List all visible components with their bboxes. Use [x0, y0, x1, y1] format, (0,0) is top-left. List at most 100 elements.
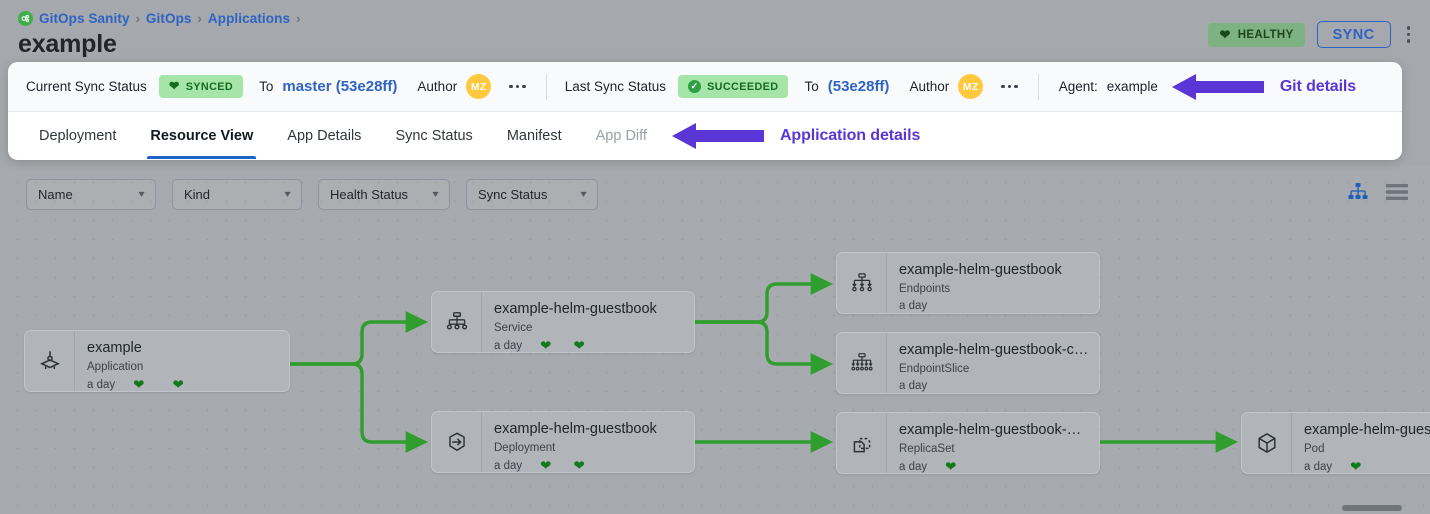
- kebab-horizontal-icon[interactable]: [507, 79, 528, 94]
- heart-icon: ❤: [1350, 459, 1362, 474]
- tab-sync-status[interactable]: Sync Status: [395, 127, 473, 144]
- pod-icon: [1242, 413, 1292, 473]
- node-age: a day: [494, 459, 523, 472]
- node-title: example: [87, 340, 142, 356]
- node-health-icons: ❤ ❤: [522, 458, 585, 473]
- sync-button[interactable]: SYNC: [1316, 21, 1391, 48]
- node-age: a day: [899, 300, 928, 312]
- graph-node-replicaset[interactable]: example-helm-guestbook-74… ReplicaSet a …: [836, 412, 1100, 474]
- list-view-icon[interactable]: [1386, 183, 1408, 206]
- graph-edges: [290, 273, 1239, 453]
- current-revision-link[interactable]: master (53e28ff): [282, 78, 398, 95]
- node-age: a day: [87, 378, 116, 391]
- node-kind: Endpoints: [899, 283, 951, 295]
- kebab-vertical-icon[interactable]: [1403, 22, 1415, 47]
- last-to-label: To: [804, 79, 819, 94]
- heart-icon: ❤: [133, 377, 145, 392]
- deployment-icon: [432, 412, 482, 472]
- heart-icon: ❤: [540, 338, 552, 353]
- agent-label: Agent:: [1058, 79, 1098, 94]
- succeeded-pill-label: SUCCEEDED: [707, 80, 779, 93]
- filter-label: Name: [38, 186, 73, 202]
- graph-node-pod[interactable]: example-helm-guest Pod a day ❤: [1241, 412, 1430, 474]
- resource-graph-canvas[interactable]: example Application a day ❤ ❤: [0, 166, 1430, 514]
- last-sync-status-label: Last Sync Status: [564, 79, 667, 94]
- avatar[interactable]: MZ: [466, 74, 492, 99]
- tab-resource-view[interactable]: Resource View: [133, 112, 270, 159]
- tab-deployment[interactable]: Deployment: [39, 127, 117, 144]
- left-arrow-annotation-icon: [670, 121, 766, 151]
- divider: [1037, 73, 1039, 100]
- status-badge-health: ❤ HEALTHY: [1208, 22, 1305, 47]
- current-to-label: To: [259, 79, 274, 94]
- header-actions: ❤ HEALTHY SYNC: [1208, 21, 1414, 48]
- breadcrumb-separator: ›: [135, 10, 140, 26]
- heart-icon: ❤: [1219, 27, 1231, 42]
- gitops-logo-icon: [18, 10, 33, 26]
- breadcrumb-item-1[interactable]: GitOps: [145, 10, 192, 26]
- current-sync-status-label: Current Sync Status: [26, 79, 147, 94]
- breadcrumb-item-2[interactable]: Applications: [207, 10, 291, 26]
- filter-name[interactable]: Name ▾: [26, 178, 156, 210]
- last-author-label: Author: [909, 79, 950, 94]
- filter-sync-status[interactable]: Sync Status ▾: [466, 178, 598, 210]
- node-health-icons: ❤ ❤: [115, 377, 184, 392]
- tab-manifest[interactable]: Manifest: [506, 127, 562, 144]
- chevron-down-icon: ▾: [138, 188, 145, 200]
- view-toggle-group: [1348, 183, 1408, 206]
- heart-icon: ❤: [573, 338, 585, 353]
- health-badge-label: HEALTHY: [1237, 28, 1294, 41]
- breadcrumb: GitOps Sanity › GitOps › Applications ›: [18, 9, 300, 27]
- last-revision-link[interactable]: (53e28ff): [827, 78, 890, 95]
- filter-health-status[interactable]: Health Status ▾: [318, 178, 450, 210]
- node-age: a day: [899, 380, 928, 392]
- breadcrumb-separator: ›: [197, 10, 202, 26]
- filter-kind[interactable]: Kind ▾: [172, 178, 302, 210]
- replicaset-icon: [837, 413, 887, 473]
- node-kind: Application: [87, 361, 144, 373]
- chevron-down-icon: ▾: [580, 188, 587, 200]
- tab-app-diff: App Diff: [595, 127, 647, 144]
- app-summary-card: Current Sync Status ❤ SYNCED To master (…: [8, 62, 1402, 160]
- tab-app-details[interactable]: App Details: [287, 127, 362, 144]
- node-title: example-helm-guestbook: [494, 301, 657, 317]
- node-kind: EndpointSlice: [899, 363, 970, 375]
- endpoints-icon: [837, 253, 887, 313]
- tab-bar: Deployment Resource View App Details Syn…: [8, 112, 1402, 159]
- application-icon: [25, 331, 75, 391]
- node-age: a day: [1304, 460, 1333, 473]
- graph-node-endpointslice[interactable]: example-helm-guestbook-ct… EndpointSlice…: [836, 332, 1100, 394]
- node-kind: Deployment: [494, 442, 556, 454]
- node-title: example-helm-guestbook: [899, 262, 1062, 278]
- breadcrumb-item-0[interactable]: GitOps Sanity: [39, 10, 130, 26]
- heart-icon: ❤: [540, 458, 552, 473]
- node-title: example-helm-guestbook: [494, 421, 657, 437]
- filter-bar: Name ▾ Kind ▾ Health Status ▾ Sync Statu…: [0, 170, 1430, 218]
- graph-node-application[interactable]: example Application a day ❤ ❤: [24, 330, 290, 392]
- endpointslice-icon: [837, 333, 887, 393]
- graph-node-service[interactable]: example-helm-guestbook Service a day ❤ ❤: [431, 291, 695, 353]
- node-health-icons: ❤ ❤: [522, 338, 585, 353]
- horizontal-scrollbar[interactable]: [1342, 505, 1402, 511]
- node-kind: ReplicaSet: [899, 443, 955, 455]
- divider: [545, 73, 547, 100]
- chevron-down-icon: ▾: [284, 188, 291, 200]
- graph-node-deployment[interactable]: example-helm-guestbook Deployment a day …: [431, 411, 695, 473]
- kebab-horizontal-icon[interactable]: [999, 79, 1020, 94]
- heart-icon: ❤: [168, 79, 180, 94]
- check-circle-icon: ✓: [688, 80, 702, 93]
- node-age: a day: [494, 339, 523, 352]
- status-badge-succeeded: ✓ SUCCEEDED: [678, 75, 789, 98]
- avatar[interactable]: MZ: [958, 74, 984, 99]
- tree-view-icon[interactable]: [1348, 183, 1368, 206]
- filter-label: Kind: [184, 186, 211, 202]
- service-icon: [432, 292, 482, 352]
- graph-node-endpoints[interactable]: example-helm-guestbook Endpoints a day: [836, 252, 1100, 314]
- filter-label: Health Status: [330, 186, 409, 202]
- agent-value: example: [1106, 79, 1158, 94]
- status-badge-synced: ❤ SYNCED: [158, 75, 244, 98]
- breadcrumb-separator: ›: [296, 10, 301, 26]
- node-title: example-helm-guestbook-ct…: [899, 342, 1089, 358]
- heart-icon: ❤: [172, 377, 184, 392]
- application-details-annotation-label: Application details: [779, 126, 921, 144]
